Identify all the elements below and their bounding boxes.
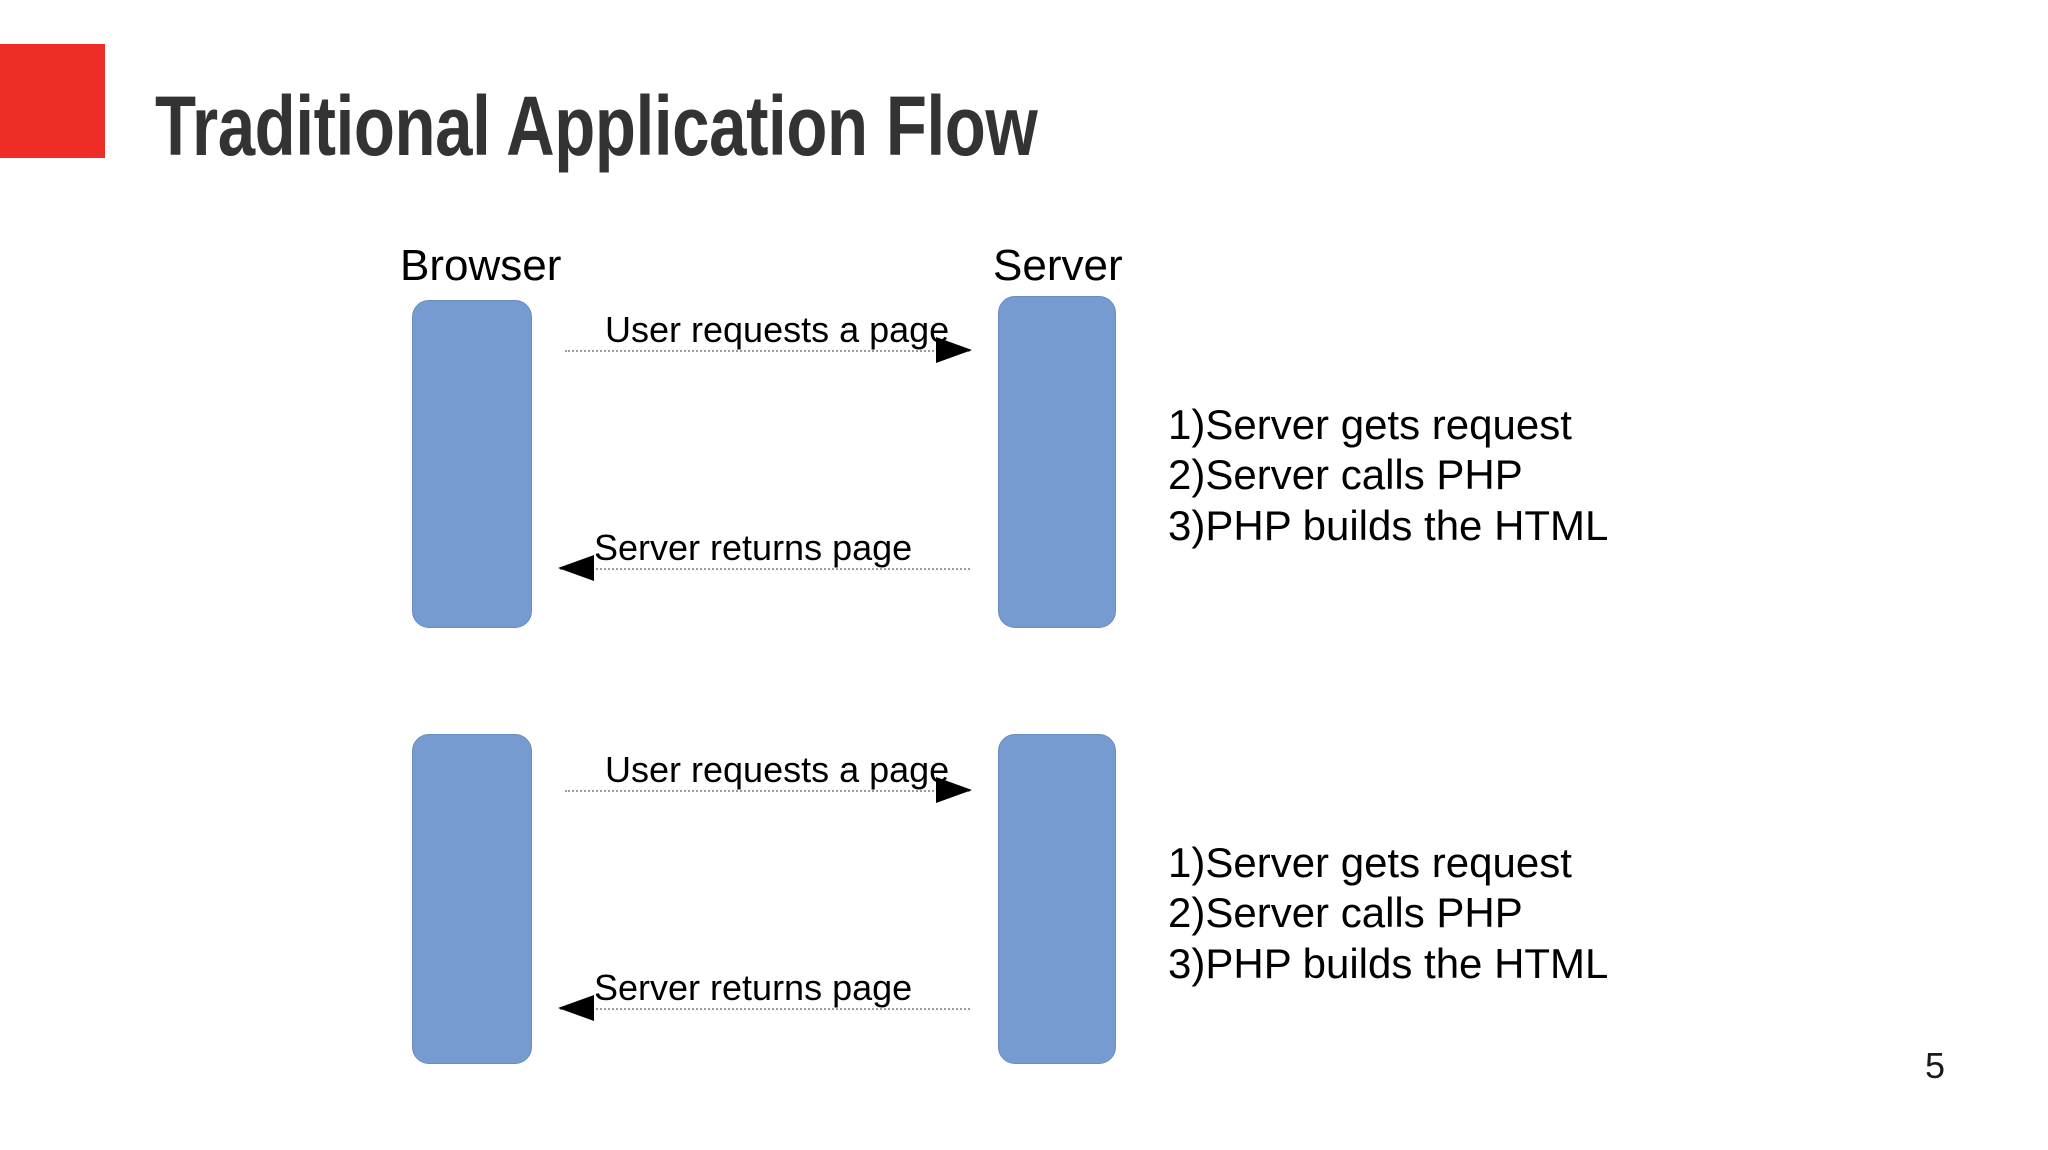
- step-list-top: 1)Server gets request 2)Server calls PHP…: [1168, 400, 1608, 551]
- message-line: [560, 1008, 970, 1010]
- step-item: 1)Server gets request: [1168, 839, 1572, 886]
- message-label: Server returns page: [594, 527, 913, 568]
- message-label: User requests a page: [605, 309, 950, 350]
- lifeline-server-top: [998, 296, 1116, 628]
- step-item: 2)Server calls PHP: [1168, 889, 1523, 937]
- lane-label-server: Server: [993, 241, 1123, 290]
- step-item: 3)PHP builds the HTML: [1168, 501, 1609, 549]
- page-title: Traditional Application Flow: [155, 79, 1038, 173]
- message-label: User requests a page: [605, 749, 950, 790]
- arrowhead-right-icon: [936, 337, 972, 363]
- message-line: [565, 350, 970, 352]
- step-item: 3)PHP builds the HTML: [1168, 939, 1609, 987]
- message-label: Server returns page: [594, 967, 913, 1008]
- message-line: [560, 568, 970, 570]
- message-line: [565, 790, 970, 792]
- arrowhead-left-icon: [558, 555, 594, 581]
- arrowhead-left-icon: [558, 995, 594, 1021]
- title-accent-block: [0, 44, 105, 158]
- arrowhead-right-icon: [936, 777, 972, 803]
- step-item: 2)Server calls PHP: [1168, 451, 1523, 499]
- step-item: 1)Server gets request: [1168, 401, 1572, 448]
- lifeline-server-bottom: [998, 734, 1116, 1064]
- page-number: 5: [1925, 1045, 1946, 1086]
- lifeline-browser-bottom: [412, 734, 532, 1064]
- step-list-bottom: 1)Server gets request 2)Server calls PHP…: [1168, 838, 1608, 989]
- lifeline-browser-top: [412, 300, 532, 628]
- lane-label-browser: Browser: [400, 241, 562, 290]
